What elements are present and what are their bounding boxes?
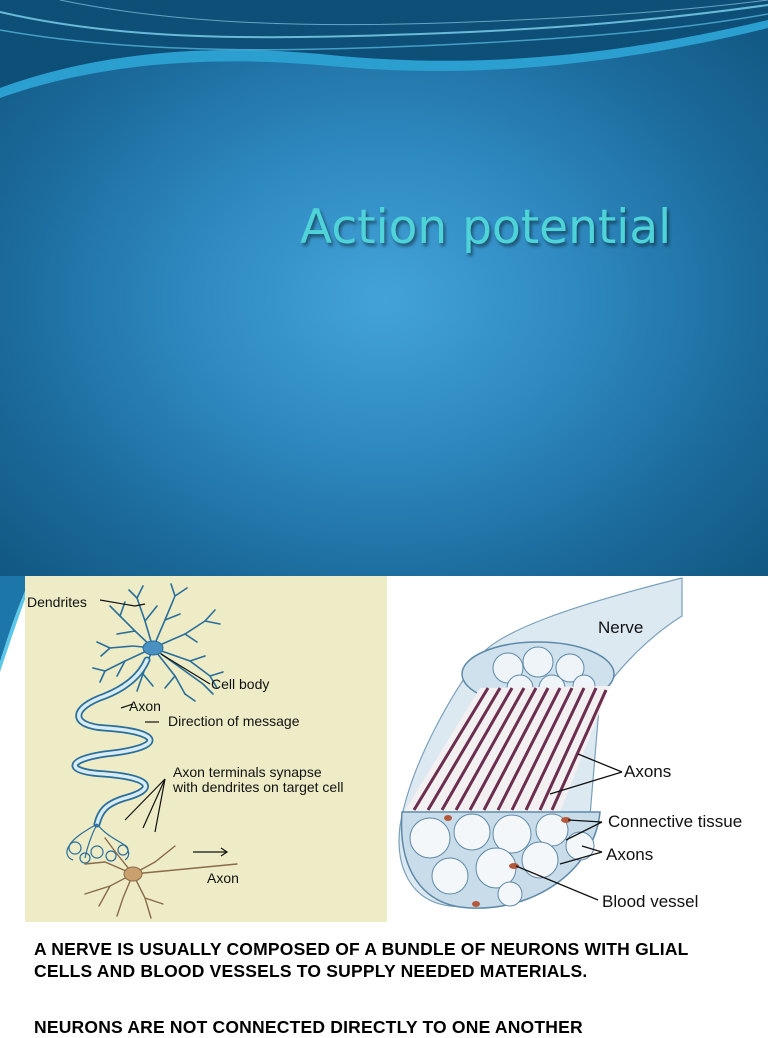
label-connective-tissue: Connective tissue xyxy=(608,812,743,831)
label-nerve: Nerve xyxy=(598,618,644,637)
caption-paragraph-1: A NERVE IS USUALLY COMPOSED OF A BUNDLE … xyxy=(34,939,689,981)
label-cell-body: Cell body xyxy=(211,676,270,692)
nerve-illustration xyxy=(398,577,683,909)
label-axon-terminals-line2: with dendrites on target cell xyxy=(173,779,344,795)
neuron-illustration xyxy=(66,583,238,919)
neuron-diagram: Dendrites Cell body Axon Direction of me… xyxy=(25,576,387,922)
label-blood-vessel: Blood vessel xyxy=(602,892,699,911)
label-axon-terminals-line1: Axon terminals synapse xyxy=(173,764,322,780)
label-axon-bottom: Axon xyxy=(207,870,239,886)
title-slide: Action potential xyxy=(0,0,768,576)
corner-wave-decoration xyxy=(0,576,30,672)
label-axons-lower: Axons xyxy=(606,845,654,864)
content-slide: Dendrites Cell body Axon Direction of me… xyxy=(0,576,768,1024)
slide-title: Action potential xyxy=(300,200,672,255)
nerve-diagram: Nerve Axons Connective tissue Axons Bloo… xyxy=(390,576,768,922)
label-axon-terminals: Axon terminals synapse with dendrites on… xyxy=(173,765,343,795)
label-axon: Axon xyxy=(129,698,161,714)
header-wave-decoration xyxy=(0,0,768,98)
label-direction-of-message: Direction of message xyxy=(168,713,300,729)
caption-paragraph-2: NEURONS ARE NOT CONNECTED DIRECTLY TO ON… xyxy=(34,1017,583,1037)
label-dendrites: Dendrites xyxy=(27,594,87,610)
label-axons-upper: Axons xyxy=(624,762,672,781)
